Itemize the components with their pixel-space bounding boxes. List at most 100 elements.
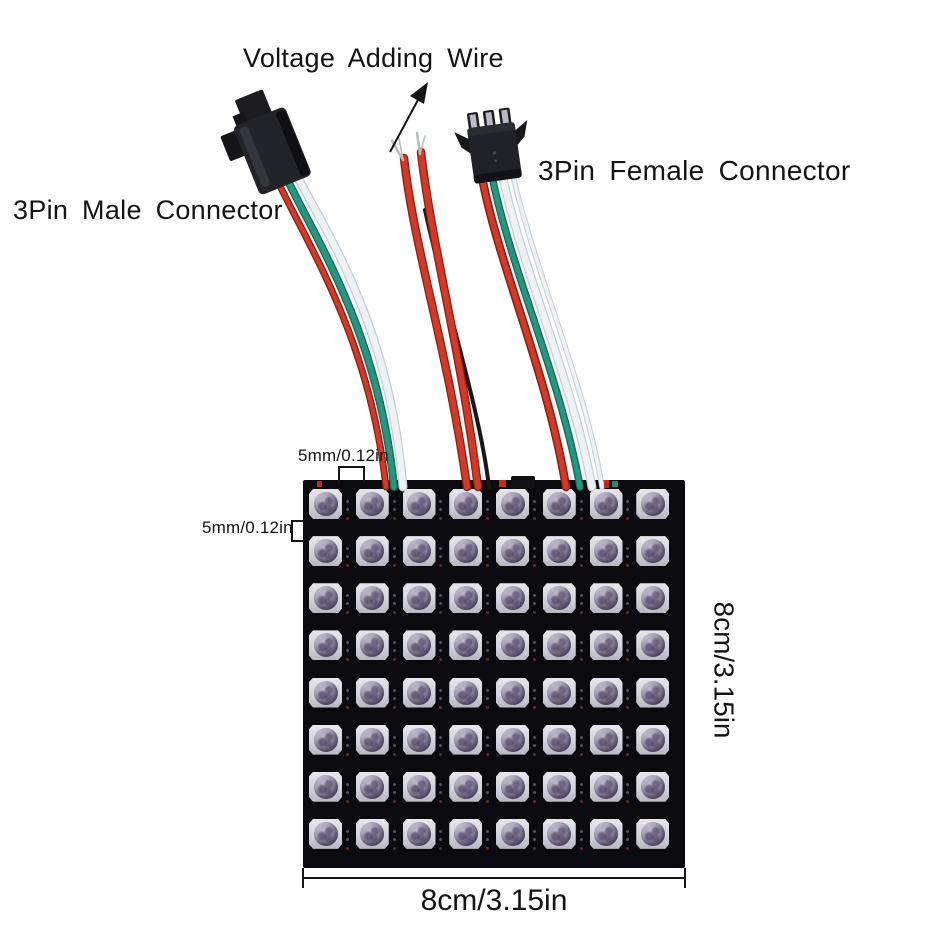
male-connector-shade [276, 110, 310, 177]
led [496, 724, 529, 755]
led-lens [640, 586, 665, 611]
led-lens [313, 727, 338, 752]
led-lens [313, 774, 338, 799]
led [542, 818, 576, 849]
led-lens [500, 492, 525, 516]
led-cell [307, 675, 354, 722]
led-lens [594, 680, 618, 705]
led-lens [640, 539, 665, 564]
solder-pad-green [612, 481, 618, 487]
led-lens [407, 633, 431, 658]
led-lens [313, 680, 338, 705]
led-cell [447, 580, 494, 627]
male-connector [220, 89, 311, 195]
voltage-adding-wire-label: Voltage Adding Wire [243, 43, 504, 73]
led [496, 771, 529, 802]
female-connector-top-bar [467, 122, 516, 137]
led-lens [407, 539, 431, 564]
led-cell [494, 627, 541, 674]
led-cell [634, 533, 681, 580]
wire-white-thin [509, 165, 604, 489]
female-pin-metal [469, 114, 478, 128]
led-lens [500, 539, 525, 564]
panel-height-label: 8cm/3.15in [708, 601, 739, 739]
male-connector-highlight [239, 126, 271, 188]
led-lens [500, 633, 525, 658]
panel-height-dimension: 8cm/3.15in [694, 572, 752, 768]
led-cell [541, 675, 588, 722]
solder-pad-red [317, 481, 322, 487]
led [636, 771, 670, 802]
led-lens [360, 727, 385, 752]
led [589, 536, 623, 567]
led-cell [494, 486, 541, 533]
led [542, 583, 576, 614]
led-cell [447, 533, 494, 580]
led [355, 677, 389, 708]
led-cell [401, 769, 448, 816]
led-cell [634, 486, 681, 533]
wire-green [285, 178, 397, 490]
panel-edge-details [317, 476, 618, 488]
led-cell [588, 675, 635, 722]
led-lens [453, 539, 478, 564]
led-lens [547, 680, 572, 705]
led-cell [354, 580, 401, 627]
led-lens [640, 774, 665, 799]
led-cell [354, 722, 401, 769]
led-lens [453, 727, 478, 752]
wire-green [488, 168, 583, 490]
led-lens [453, 680, 478, 705]
smd-component [511, 476, 535, 488]
female-connector-shade [473, 168, 522, 184]
led [309, 489, 342, 519]
led-cell [401, 627, 448, 674]
led [449, 724, 483, 755]
led [542, 724, 576, 755]
led-lens [360, 586, 385, 611]
led [355, 724, 389, 755]
led-cell [494, 580, 541, 627]
led-cell [541, 816, 588, 863]
led-lens [360, 539, 385, 564]
led-lens [500, 680, 525, 705]
led [636, 630, 670, 661]
female-connector-dimple [492, 151, 497, 155]
led [449, 818, 483, 849]
led [449, 630, 483, 661]
led [542, 677, 576, 708]
led-cell [634, 722, 681, 769]
led [402, 536, 436, 567]
led [449, 583, 483, 614]
led [636, 818, 670, 849]
led-cell [447, 769, 494, 816]
solder-pad-red [604, 480, 609, 488]
led-lens [500, 774, 525, 799]
led [449, 536, 483, 567]
pitch-vertical-bracket [291, 520, 304, 542]
led [402, 583, 436, 614]
led-cell [541, 580, 588, 627]
voltage-adding-wires [390, 131, 491, 492]
led-cell [494, 675, 541, 722]
led-lens [640, 680, 665, 705]
led-lens [407, 492, 431, 516]
led-cell [354, 769, 401, 816]
led [309, 630, 342, 661]
led-lens [594, 727, 618, 752]
led-lens [453, 492, 478, 516]
led-lens [313, 821, 338, 846]
led-cell [634, 816, 681, 863]
led-cell [354, 533, 401, 580]
pitch-horizontal-bracket [338, 466, 365, 483]
led-lens [360, 774, 385, 799]
led-lens [594, 774, 618, 799]
led [402, 677, 436, 708]
led [309, 771, 342, 802]
led-cell [541, 722, 588, 769]
led [636, 536, 670, 567]
led [355, 630, 389, 661]
led-cell [588, 769, 635, 816]
led-lens [407, 821, 431, 846]
wire-red [478, 169, 569, 490]
